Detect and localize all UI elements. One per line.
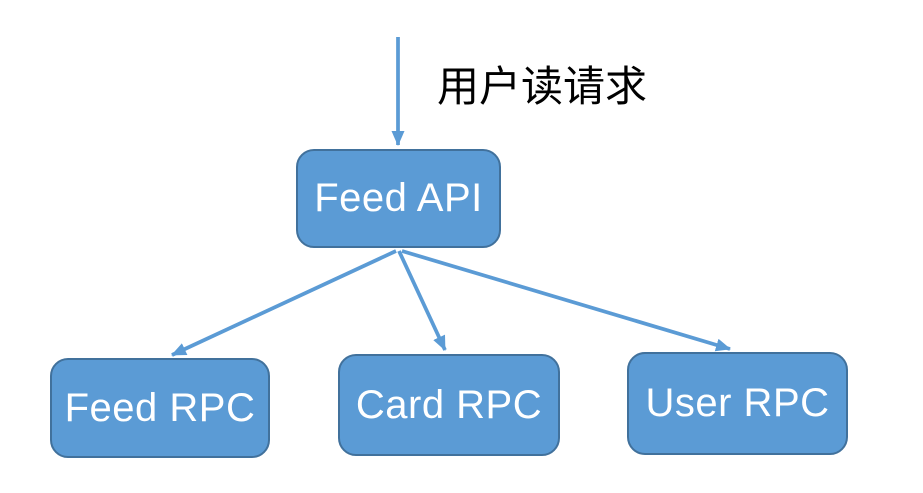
node-feed-rpc: Feed RPC: [50, 358, 270, 458]
user-read-request-label: 用户读请求: [437, 63, 648, 110]
node-card-rpc: Card RPC: [338, 354, 560, 456]
node-feed-api: Feed API: [296, 149, 501, 248]
edge-feed-api-to-feed-rpc: [171, 249, 397, 357]
edge-feed-api-to-card-rpc: [397, 250, 447, 351]
node-user-rpc-label: User RPC: [645, 381, 830, 425]
node-user-rpc: User RPC: [627, 352, 848, 455]
node-feed-api-label: Feed API: [314, 176, 483, 220]
node-feed-rpc-label: Feed RPC: [64, 385, 256, 430]
node-card-rpc-label: Card RPC: [355, 382, 543, 427]
edge-feed-api-to-user-rpc: [401, 249, 731, 352]
